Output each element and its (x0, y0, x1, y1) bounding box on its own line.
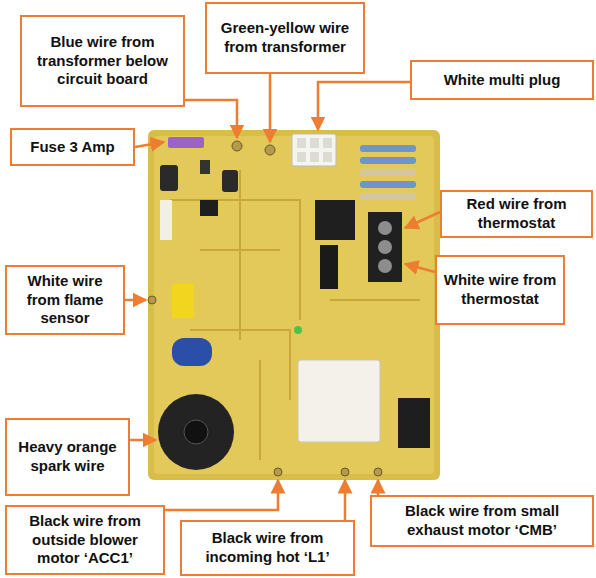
callout-label: Black wire from incoming hot ‘L1’ (188, 529, 347, 567)
leader-line (405, 212, 440, 228)
circuit-board (148, 130, 440, 480)
leader-line (185, 100, 237, 138)
callout-box: Black wire from outside blower motor ‘AC… (5, 505, 165, 575)
capacitor (200, 160, 210, 174)
callout-text-group: Heavy orange spark wire (13, 438, 122, 476)
callout-label: Black wire from outside blower motor ‘AC… (13, 512, 157, 568)
terminal-block (368, 212, 402, 282)
plug-pin (323, 152, 332, 162)
resistor (360, 193, 416, 200)
capacitor (172, 338, 212, 366)
wire-terminal (341, 468, 349, 476)
callout-label: Black wire from small exhaust motor ‘CMB… (378, 502, 586, 540)
capacitor (172, 284, 194, 318)
wire-terminal (232, 141, 242, 151)
callout-text-group: Black wire from incoming hot ‘L1’ (188, 529, 347, 567)
callout-text-group: Red wire from thermostat (448, 195, 585, 233)
resistor (360, 169, 416, 176)
terminal-screw (378, 221, 392, 235)
callout-text-group: Blue wire from transformer below circuit… (28, 33, 177, 89)
callout-box: White wire from flame sensor (5, 265, 125, 335)
callout-box: White multi plug (410, 60, 594, 100)
terminal-screw (378, 240, 392, 254)
multi-plug (292, 134, 336, 166)
callout-box: Black wire from incoming hot ‘L1’ (180, 520, 355, 576)
capacitor (160, 165, 178, 191)
leader-line (130, 439, 156, 442)
relay (315, 200, 355, 240)
plug-pin (310, 138, 319, 148)
leader-line (405, 264, 435, 272)
wire-terminal (274, 468, 282, 476)
callout-text-group: Fuse 3 Amp (30, 138, 114, 157)
wire-terminal (265, 145, 275, 155)
plug-pin (297, 138, 306, 148)
resistor (360, 157, 416, 164)
capacitor (222, 170, 238, 192)
regulator (200, 200, 218, 216)
callout-box: Blue wire from transformer below circuit… (20, 15, 185, 107)
callout-text-group: White wire from thermostat (443, 271, 557, 309)
leader-line (377, 480, 380, 495)
leader-line (135, 142, 164, 147)
callout-box: White wire from thermostat (435, 255, 565, 325)
spark-terminal (184, 420, 208, 444)
fuse (168, 137, 204, 148)
leader-line (269, 74, 272, 142)
callout-label: Red wire from thermostat (448, 195, 585, 233)
led (294, 326, 302, 334)
leader-line (318, 82, 410, 130)
callout-box: Green-yellow wire from transformer (205, 2, 365, 74)
relay (298, 360, 380, 442)
resistor (360, 145, 416, 152)
callout-text-group: Black wire from outside blower motor ‘AC… (13, 512, 157, 568)
relay (398, 398, 430, 448)
callout-box: Black wire from small exhaust motor ‘CMB… (370, 495, 594, 547)
leader-line (125, 299, 146, 302)
callout-text-group: White wire from flame sensor (13, 272, 117, 328)
callout-text-group: White multi plug (444, 71, 561, 90)
leader-line (165, 480, 278, 510)
callout-label: Heavy orange spark wire (13, 438, 122, 476)
leader-line (344, 480, 347, 520)
callout-label: White multi plug (444, 71, 561, 90)
ic-chip (320, 245, 338, 289)
callout-text-group: Black wire from small exhaust motor ‘CMB… (378, 502, 586, 540)
plug-pin (310, 152, 319, 162)
callout-label: White wire from flame sensor (13, 272, 117, 328)
callout-box: Red wire from thermostat (440, 190, 593, 238)
wire-terminal (148, 296, 156, 304)
spark-transformer (158, 394, 234, 470)
board-surface (154, 136, 434, 474)
callout-label: White wire from thermostat (443, 271, 557, 309)
callout-box: Fuse 3 Amp (10, 128, 135, 166)
callout-label: Green-yellow wire from transformer (213, 19, 357, 57)
callout-label: Fuse 3 Amp (30, 138, 114, 157)
plug-pin (323, 138, 332, 148)
callout-box: Heavy orange spark wire (5, 418, 130, 496)
plug-pin (297, 152, 306, 162)
resistor (160, 200, 172, 240)
resistor (360, 181, 416, 188)
callout-label: Blue wire from transformer below circuit… (28, 33, 177, 89)
wire-terminal (374, 468, 382, 476)
terminal-screw (378, 259, 392, 273)
callout-text-group: Green-yellow wire from transformer (213, 19, 357, 57)
